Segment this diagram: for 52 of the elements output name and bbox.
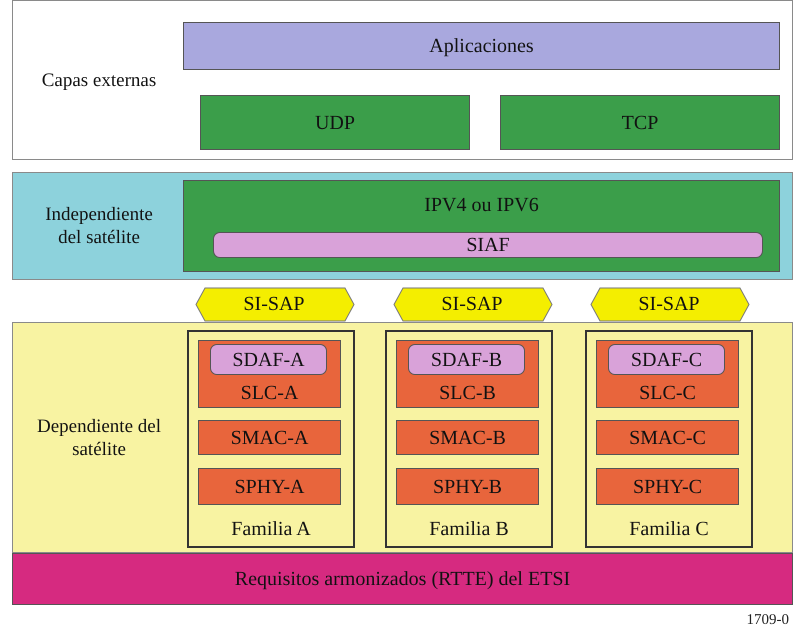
layer-box <box>198 420 341 455</box>
family-frame <box>385 330 553 548</box>
layer-label: SLC-C <box>639 381 696 405</box>
protocol-box <box>500 95 780 150</box>
layer-box <box>396 420 539 455</box>
layer-box <box>198 468 341 505</box>
layer-label: SLC-B <box>439 381 496 405</box>
layer-label: Requisitos armonizados (RTTE) del ETSI <box>234 567 570 591</box>
layer-box <box>596 468 739 505</box>
layer-label: Familia B <box>429 517 509 541</box>
layer-band <box>12 172 793 280</box>
layer-label: SDAF-C <box>630 348 702 372</box>
layer-label: SPHY-C <box>633 474 702 498</box>
layer-label: SPHY-A <box>234 474 305 498</box>
layer-label: TCP <box>622 110 658 134</box>
function-box <box>408 344 525 375</box>
layer-label: SMAC-A <box>230 426 308 450</box>
layer-label: IPV4 ou IPV6 <box>424 193 539 217</box>
protocol-box <box>200 95 470 150</box>
layer-label: UDP <box>314 110 355 134</box>
layer-band <box>12 322 793 553</box>
layer-band <box>12 0 793 160</box>
layer-label: SI-SAP <box>243 292 305 316</box>
layer-label: SIAF <box>466 233 510 257</box>
protocol-box <box>183 180 780 272</box>
layer-label: SDAF-B <box>430 348 502 372</box>
layer-label: SPHY-B <box>433 474 502 498</box>
layer-label: Dependiente del satélite <box>36 416 162 462</box>
layer-box <box>596 420 739 455</box>
layer-box <box>596 340 739 408</box>
function-box <box>210 344 327 375</box>
layer-label: SMAC-C <box>629 426 706 450</box>
family-frame <box>585 330 753 548</box>
layer-label: Familia C <box>629 517 709 541</box>
layer-box <box>198 340 341 408</box>
layer-label: SLC-A <box>240 381 298 405</box>
layer-box <box>396 340 539 408</box>
family-frame <box>187 330 355 548</box>
layer-label: Capas externas <box>42 70 156 92</box>
function-box <box>213 232 763 258</box>
layer-label: Independiente del satélite <box>44 204 154 250</box>
requirements-band <box>12 553 793 605</box>
layer-label: Aplicaciones <box>429 34 534 58</box>
layer-box <box>396 468 539 505</box>
figure-number: 1709-0 <box>746 612 789 629</box>
layer-label: SI-SAP <box>638 292 700 316</box>
layer-label: SMAC-B <box>429 426 506 450</box>
protocol-box <box>183 22 780 70</box>
layer-label: Familia A <box>231 517 311 541</box>
layer-label: SI-SAP <box>441 292 503 316</box>
function-box <box>608 344 725 375</box>
layer-label: SDAF-A <box>232 348 305 372</box>
